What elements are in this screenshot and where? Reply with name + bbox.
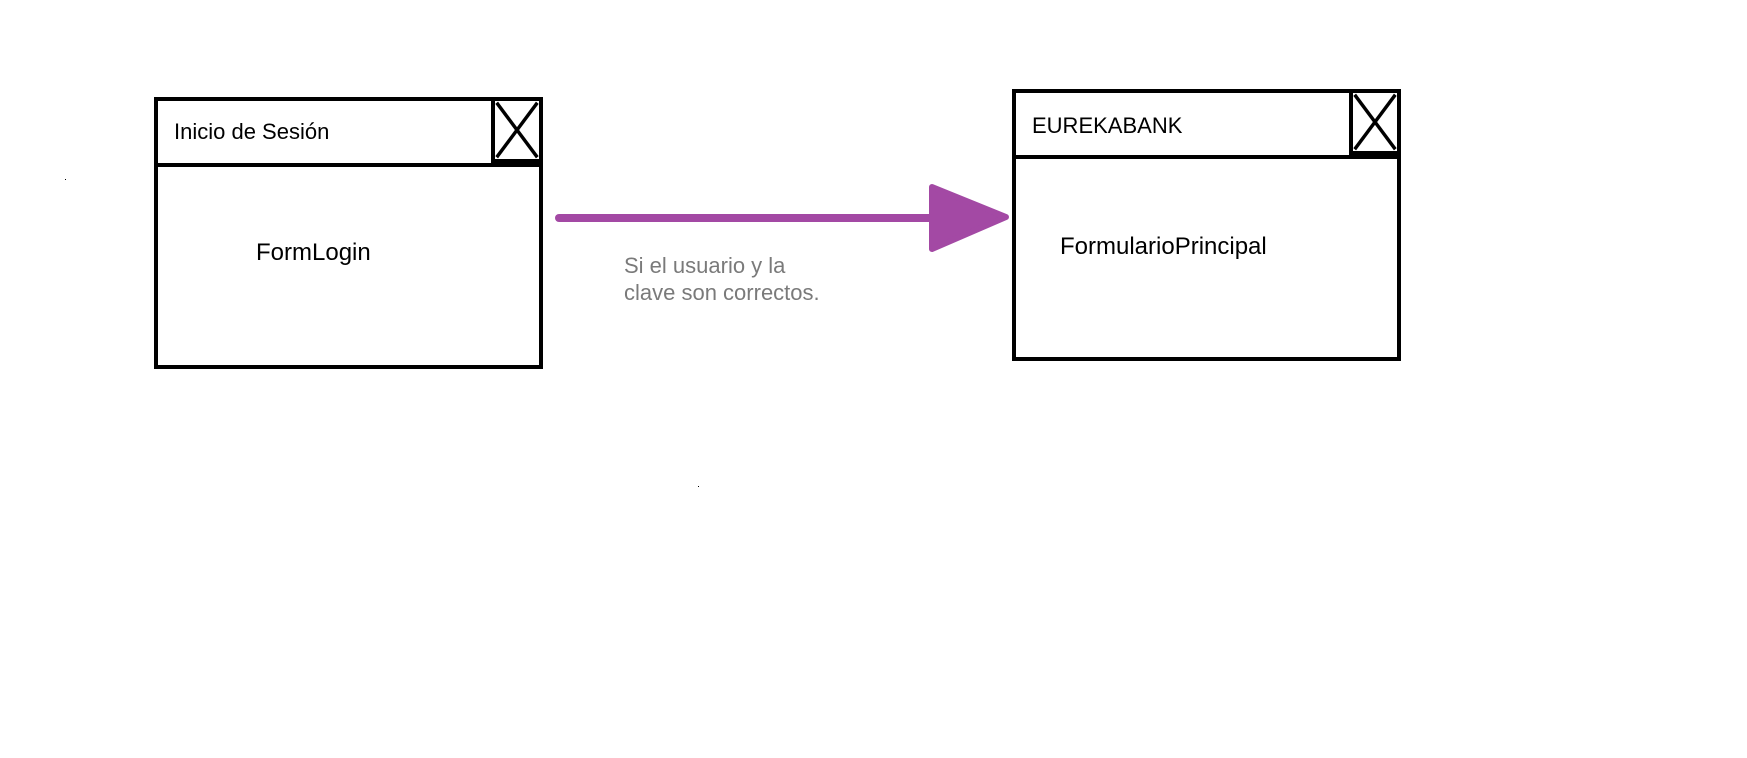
close-x-icon[interactable] bbox=[1349, 89, 1401, 155]
condition-line-1: Si el usuario y la bbox=[624, 253, 786, 278]
main-window-titlebar: EUREKABANK bbox=[1016, 89, 1401, 159]
condition-line-2: clave son correctos. bbox=[624, 280, 820, 305]
arrow-head bbox=[929, 184, 1009, 252]
login-window: Inicio de Sesión FormLogin bbox=[154, 97, 543, 369]
stray-dot bbox=[698, 486, 699, 487]
transition-condition-label: Si el usuario y la clave son correctos. bbox=[624, 252, 820, 306]
main-form-name: FormularioPrincipal bbox=[1060, 233, 1267, 260]
close-x-icon[interactable] bbox=[491, 97, 543, 163]
login-window-title: Inicio de Sesión bbox=[174, 119, 330, 144]
main-window-title: EUREKABANK bbox=[1032, 113, 1183, 138]
stray-dot bbox=[65, 179, 66, 180]
main-window: EUREKABANK FormularioPrincipal bbox=[1012, 89, 1401, 361]
login-window-titlebar: Inicio de Sesión bbox=[158, 97, 543, 167]
login-form-name: FormLogin bbox=[256, 239, 371, 266]
